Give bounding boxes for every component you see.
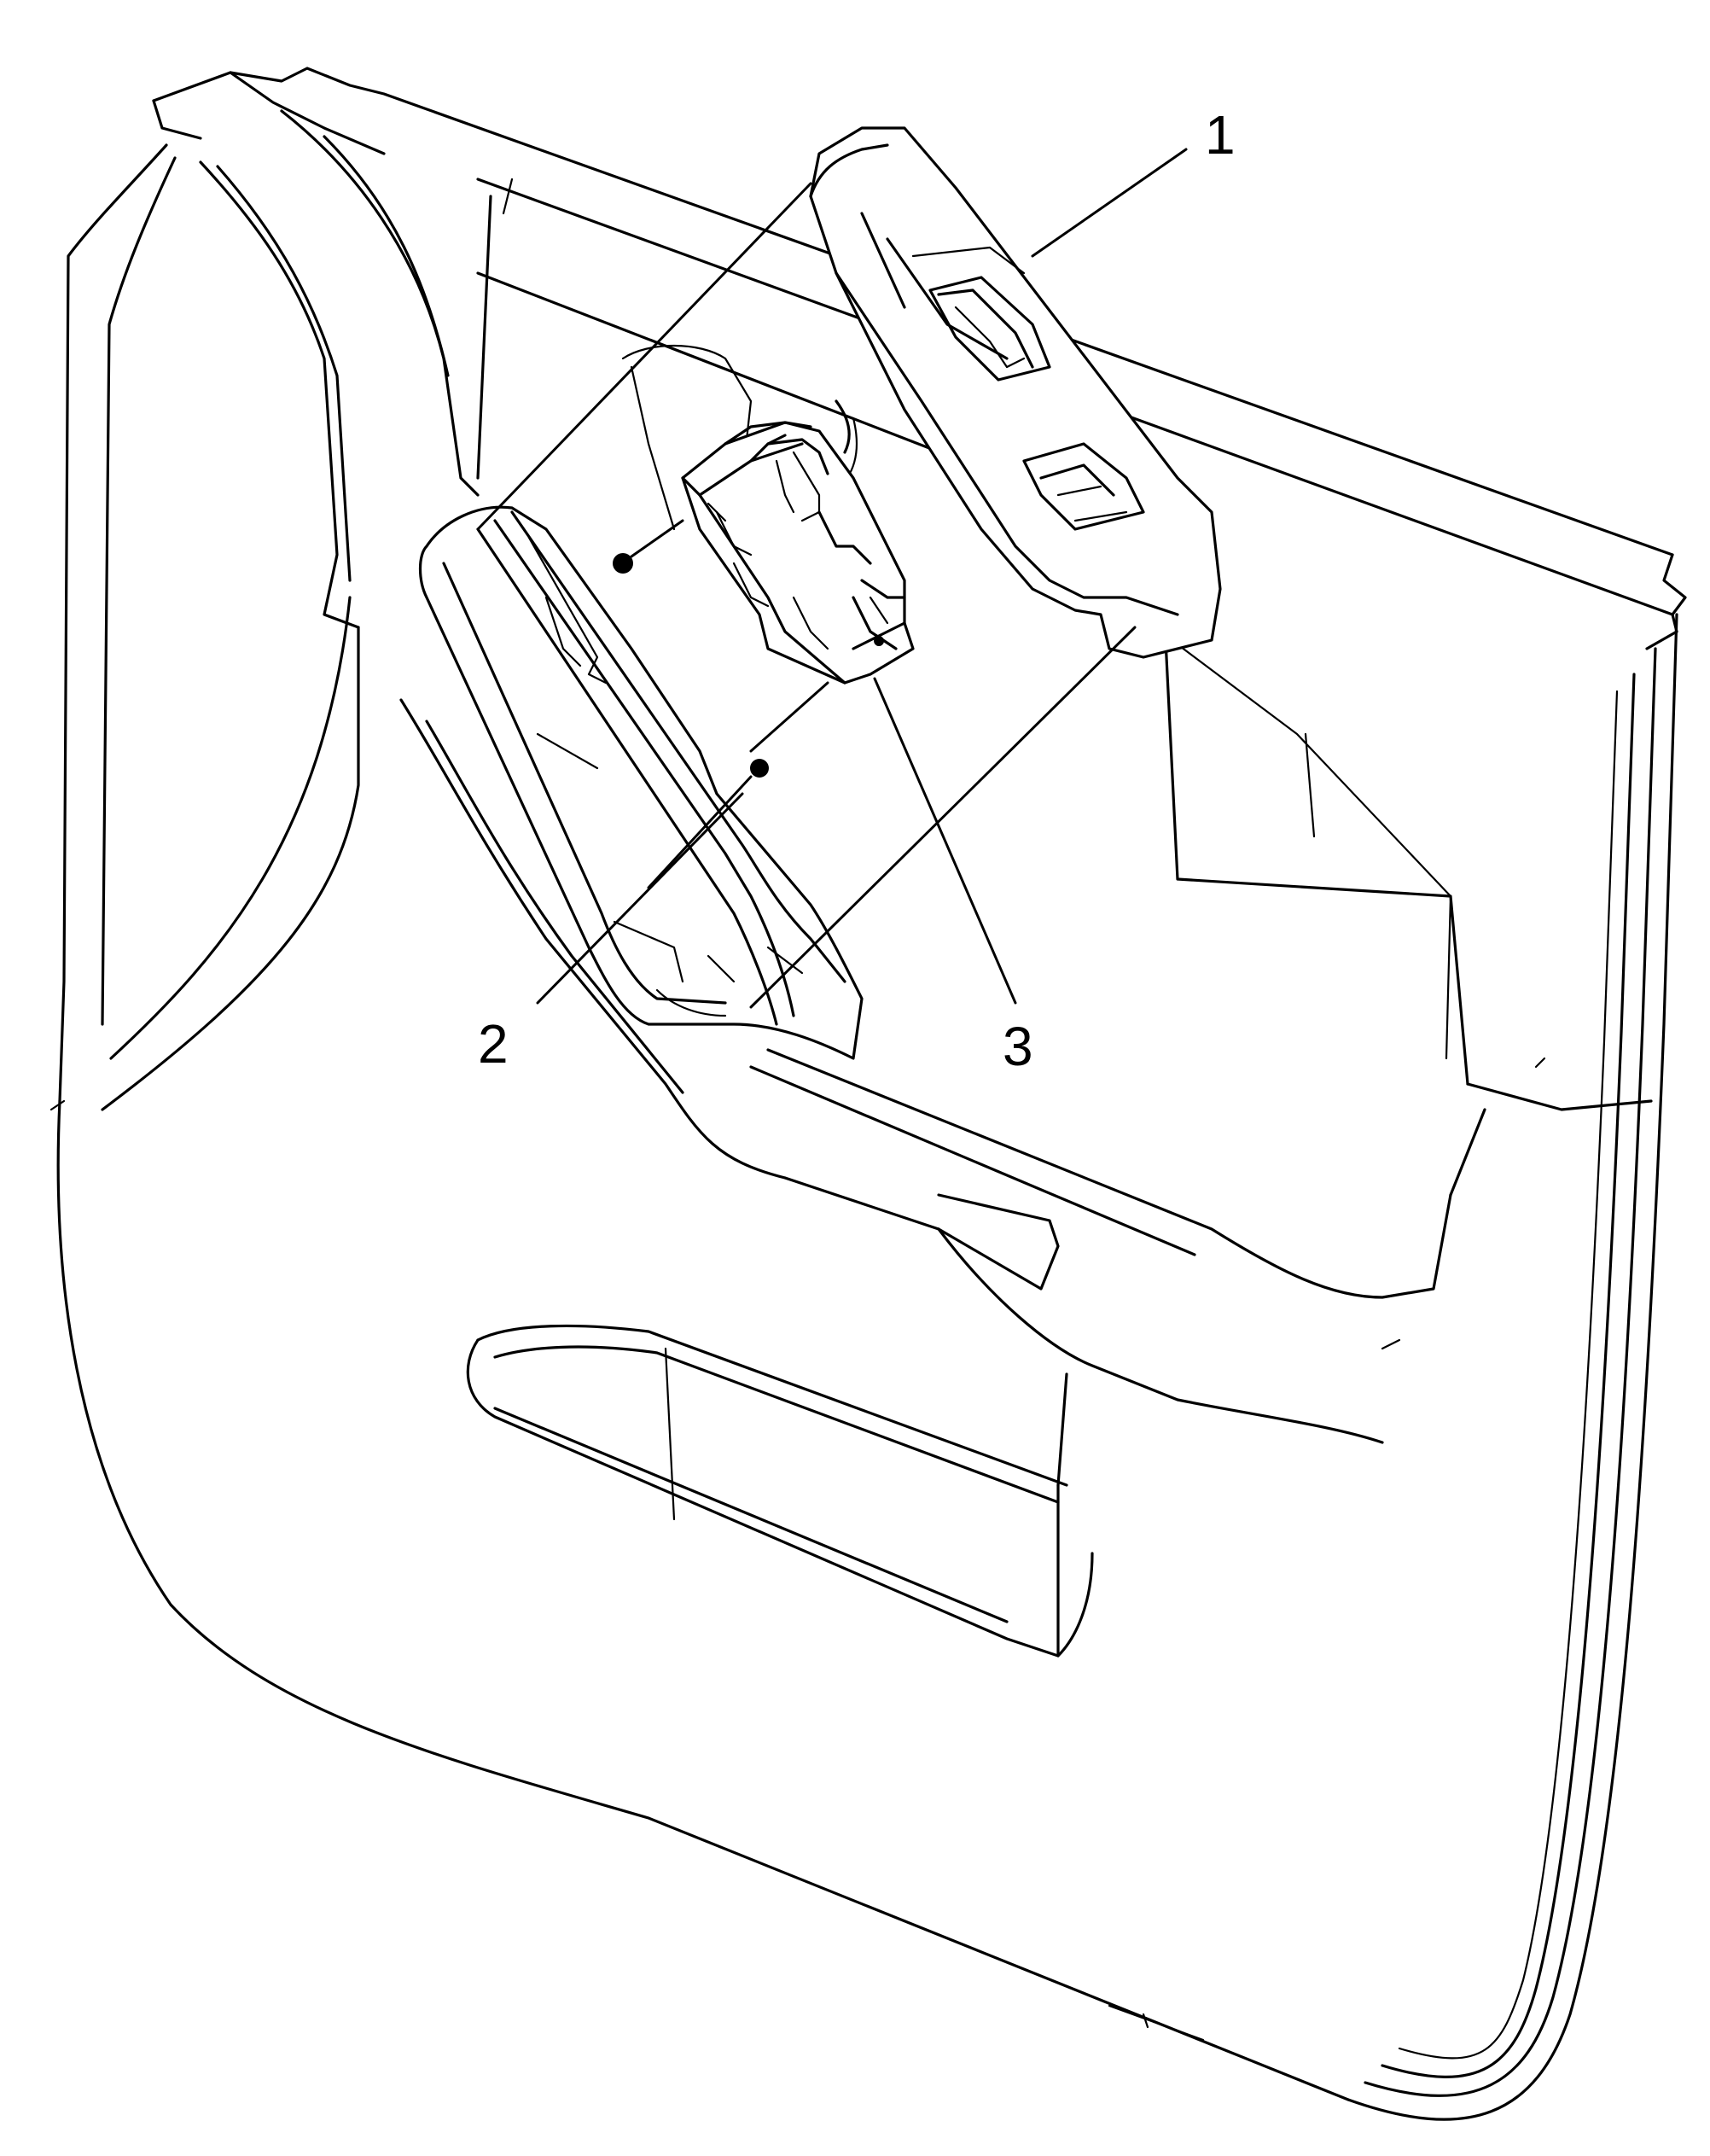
fasteners (613, 519, 769, 889)
switch-bezel (809, 126, 1222, 659)
door-trim-panel (49, 67, 1687, 2121)
fastener-lower (647, 759, 769, 889)
switch-recess (418, 344, 864, 1060)
callout-3: 3 (1003, 1016, 1033, 1077)
callout-2: 2 (478, 1013, 509, 1075)
fastener-upper (613, 519, 684, 574)
callout-leaders (536, 148, 1188, 1005)
alignment-lines (476, 182, 1137, 1009)
callout-1: 1 (1205, 104, 1236, 166)
switch-assembly (681, 399, 915, 685)
